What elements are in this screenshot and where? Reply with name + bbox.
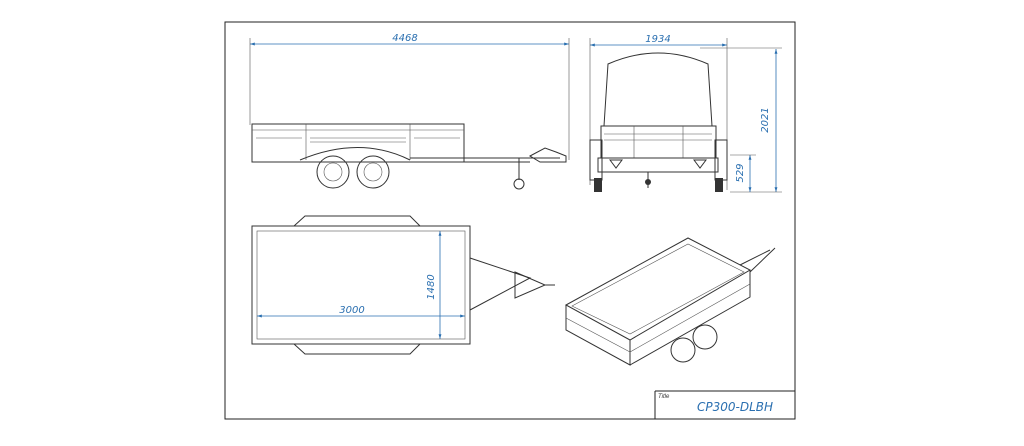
title-block: Title CP300-DLBH xyxy=(654,390,795,419)
drawing-frame xyxy=(224,21,796,420)
dim-overall-length: 4468 xyxy=(392,33,417,44)
top-view: 3000 1480 xyxy=(251,215,555,355)
dim-overall-height: 2021 xyxy=(760,107,771,132)
dim-bed-width: 1480 xyxy=(426,274,437,299)
title-label: Title xyxy=(658,394,670,400)
isometric-view xyxy=(564,237,776,366)
dim-overall-width: 1934 xyxy=(645,34,670,45)
rear-view: 1934 2021 529 xyxy=(589,34,782,193)
title-value: CP300-DLBH xyxy=(697,400,773,414)
dim-drawbar-height: 529 xyxy=(735,163,746,182)
dim-bed-length: 3000 xyxy=(339,305,364,316)
side-view: 4468 xyxy=(249,33,570,190)
